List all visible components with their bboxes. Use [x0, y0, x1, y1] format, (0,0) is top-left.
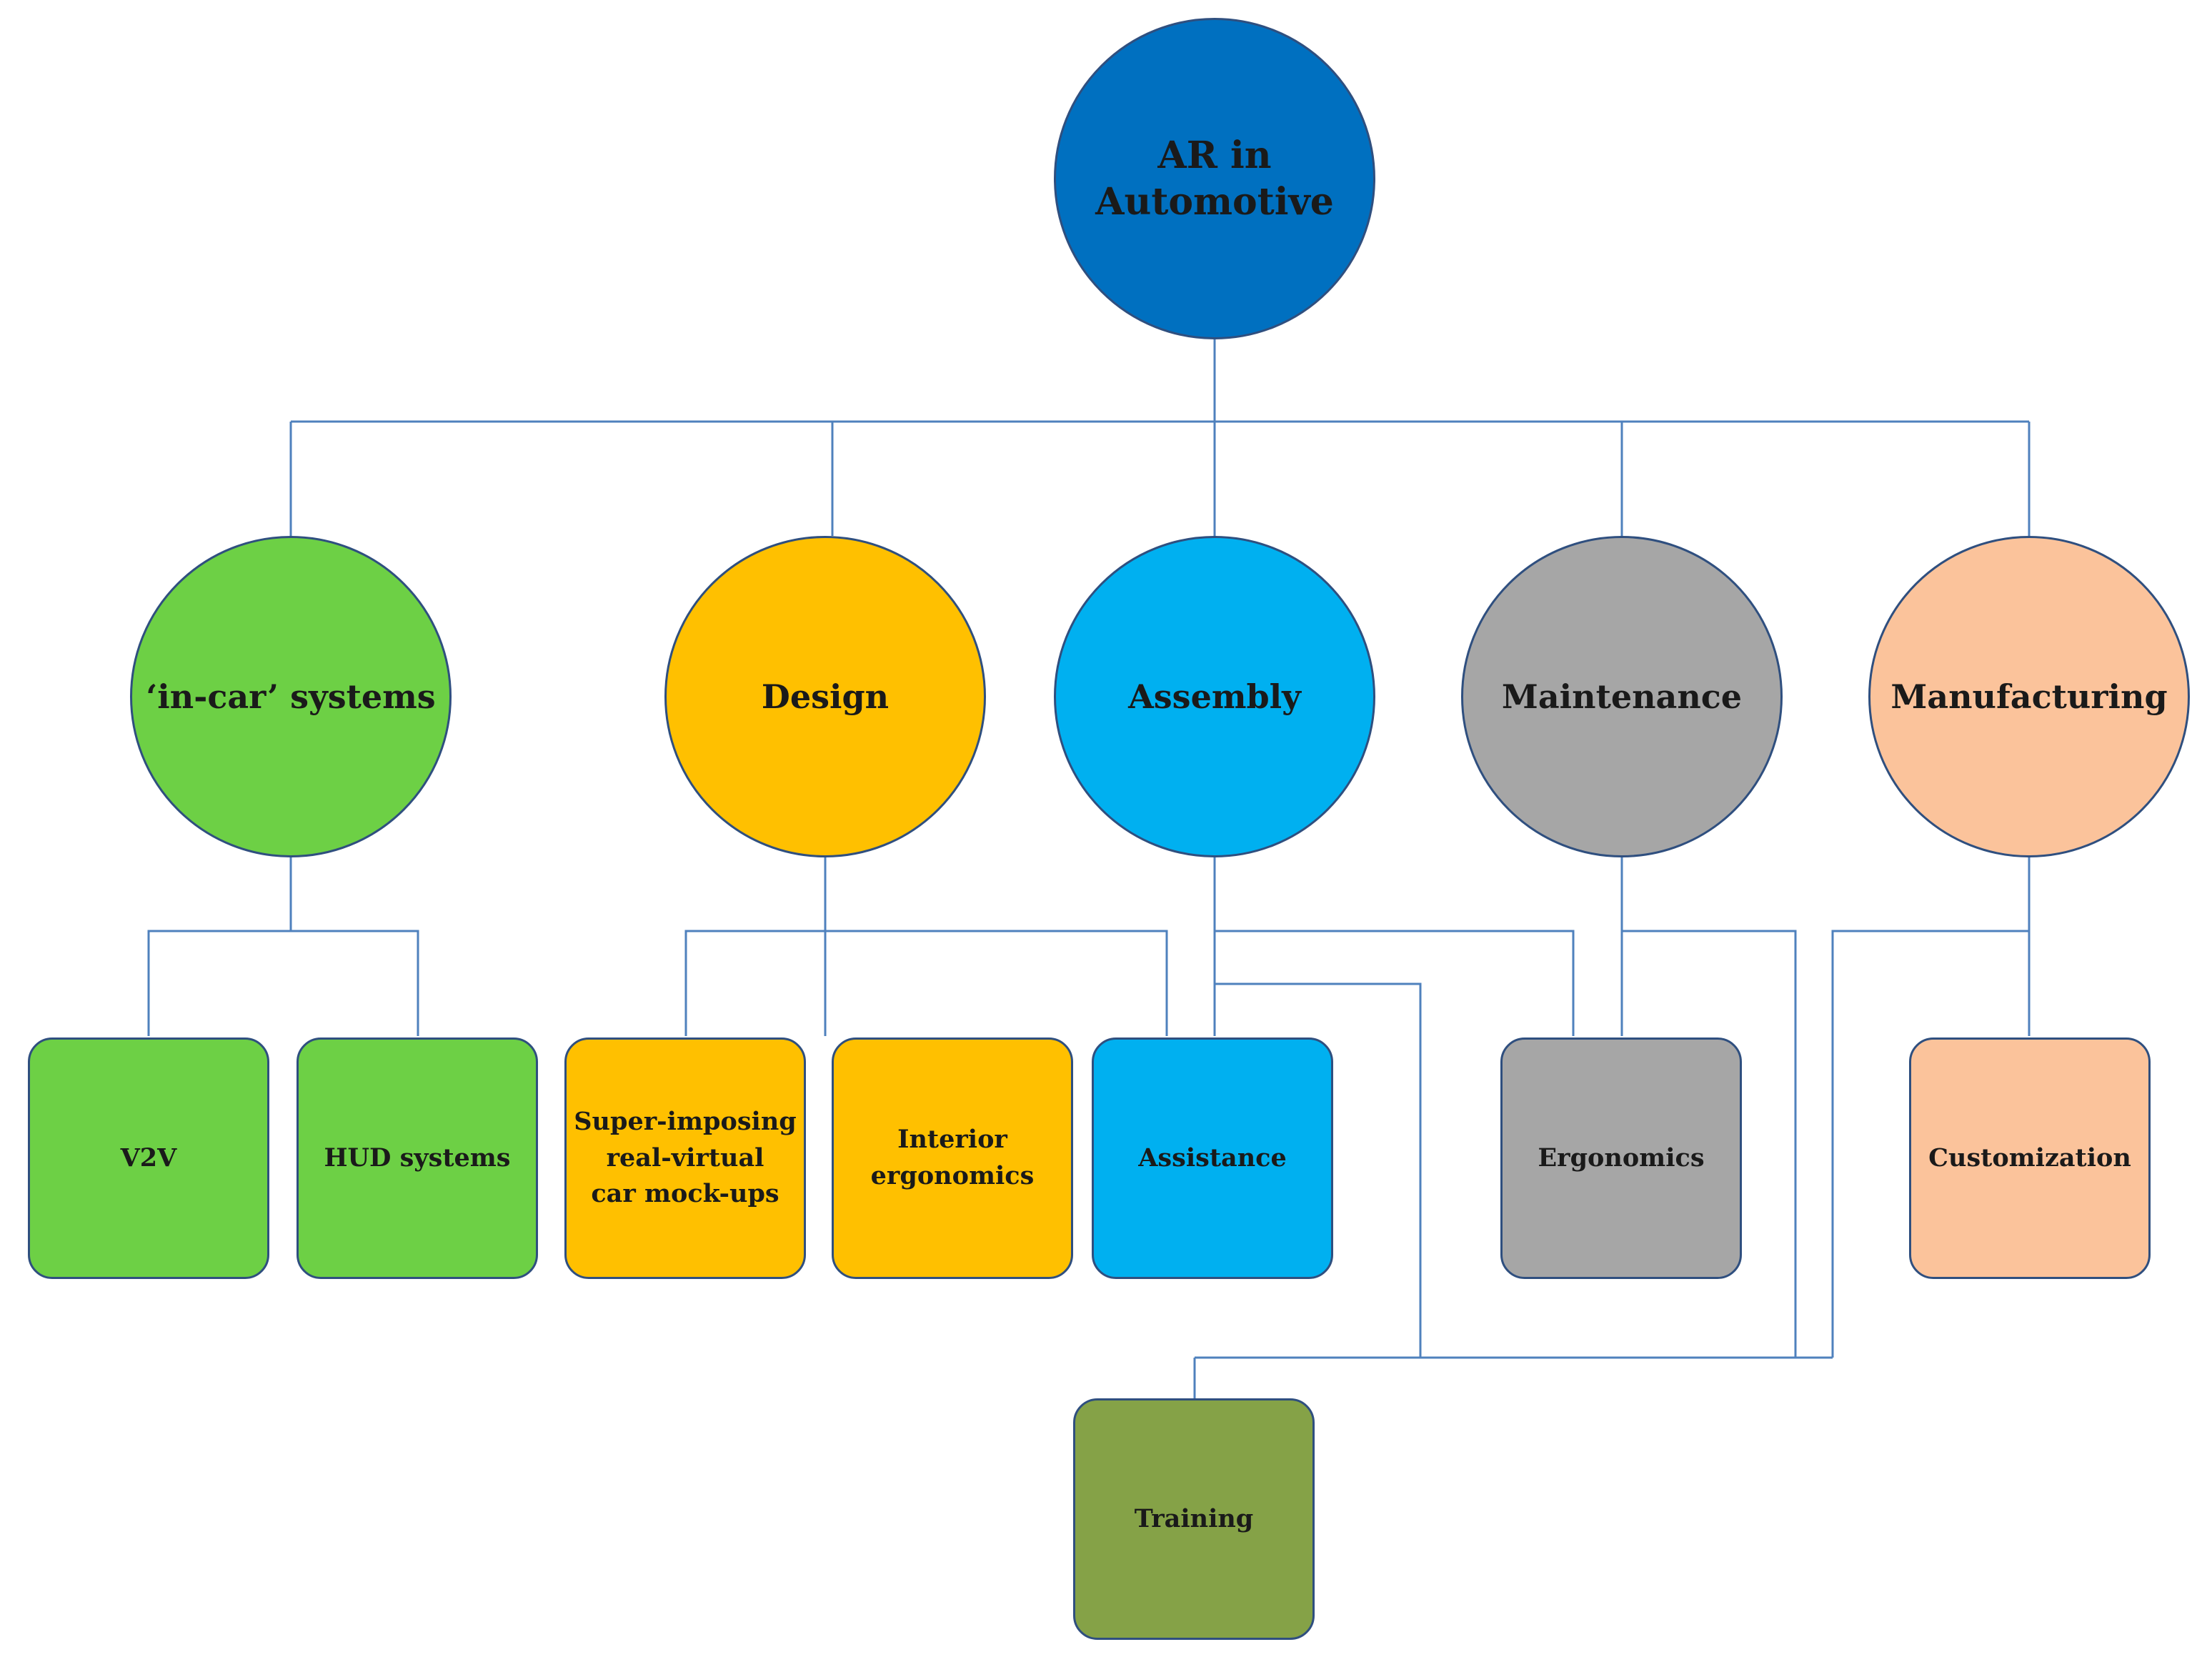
connector-manufacturing-to-children: [1831, 857, 2031, 1358]
connector-design-to-children: [684, 857, 1168, 1036]
application-label: Super-imposing real-virtual car mock-ups: [574, 1106, 797, 1209]
category-label: ‘in-car’ systems: [146, 677, 436, 716]
connector-training-bus: [1193, 1356, 1833, 1398]
application-label: Ergonomics: [1538, 1143, 1705, 1173]
application-label: Training: [1134, 1503, 1254, 1533]
application-label: V2V: [120, 1143, 177, 1173]
application-hud-systems: HUD systems: [297, 1037, 538, 1279]
category-assembly: Assembly: [1054, 536, 1375, 857]
category-maintenance: Maintenance: [1461, 536, 1783, 857]
application-label: Interior ergonomics: [870, 1125, 1035, 1190]
application-label: Customization: [1928, 1143, 2131, 1173]
application-super-imposing: Super-imposing real-virtual car mock-ups: [564, 1037, 806, 1279]
category-design: Design: [664, 536, 986, 857]
application-label: Assistance: [1138, 1143, 1287, 1173]
category-label: Assembly: [1128, 677, 1301, 716]
category-manufacturing: Manufacturing: [1868, 536, 2190, 857]
application-label: HUD systems: [324, 1143, 511, 1173]
application-ergonomics: Ergonomics: [1500, 1037, 1742, 1279]
application-interior-ergonomics: Interior ergonomics: [832, 1037, 1073, 1279]
category-label: Manufacturing: [1890, 677, 2168, 716]
connector-assembly-to-children: [1213, 857, 1575, 1358]
category-label: Maintenance: [1501, 677, 1743, 716]
category-in-car-systems: ‘in-car’ systems: [130, 536, 452, 857]
category-label: Design: [761, 677, 890, 716]
application-training: Training: [1073, 1398, 1315, 1640]
application-assistance: Assistance: [1092, 1037, 1333, 1279]
root-node: AR in Automotive: [1054, 18, 1375, 339]
application-customization: Customization: [1909, 1037, 2151, 1279]
connector-maintenance-to-children: [1620, 857, 1797, 1358]
root-label: AR in Automotive: [1095, 134, 1334, 224]
application-v2v: V2V: [28, 1037, 269, 1279]
connector-in-car-to-v2v: [147, 857, 419, 1036]
